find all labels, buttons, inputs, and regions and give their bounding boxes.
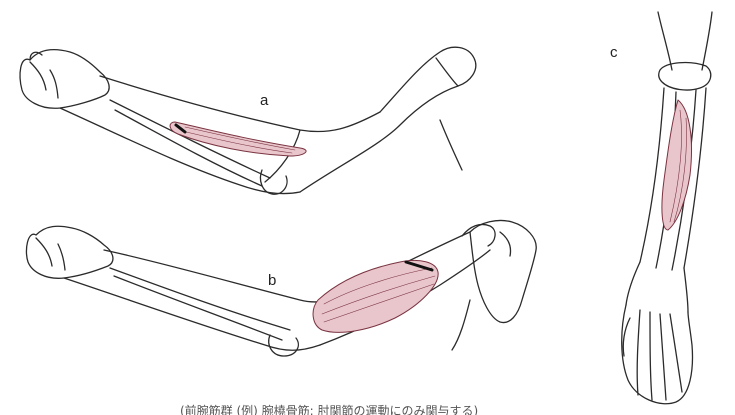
- scapula: [470, 220, 536, 322]
- muscle-c: [662, 100, 692, 230]
- muscle-b: [313, 260, 438, 332]
- panel-label-c: c: [610, 44, 618, 61]
- panel-label-a: a: [260, 92, 268, 109]
- arm-panel-c: [622, 12, 712, 404]
- fist-a: [20, 50, 109, 109]
- fist-b: [26, 226, 113, 278]
- panel-label-b: b: [268, 272, 276, 289]
- figure-caption: (前腕筋群 (例) 腕橈骨筋: 肘関節の運動にのみ関与する): [180, 402, 700, 415]
- arm-panel-b: [26, 220, 536, 356]
- arm-panel-a: [20, 47, 476, 194]
